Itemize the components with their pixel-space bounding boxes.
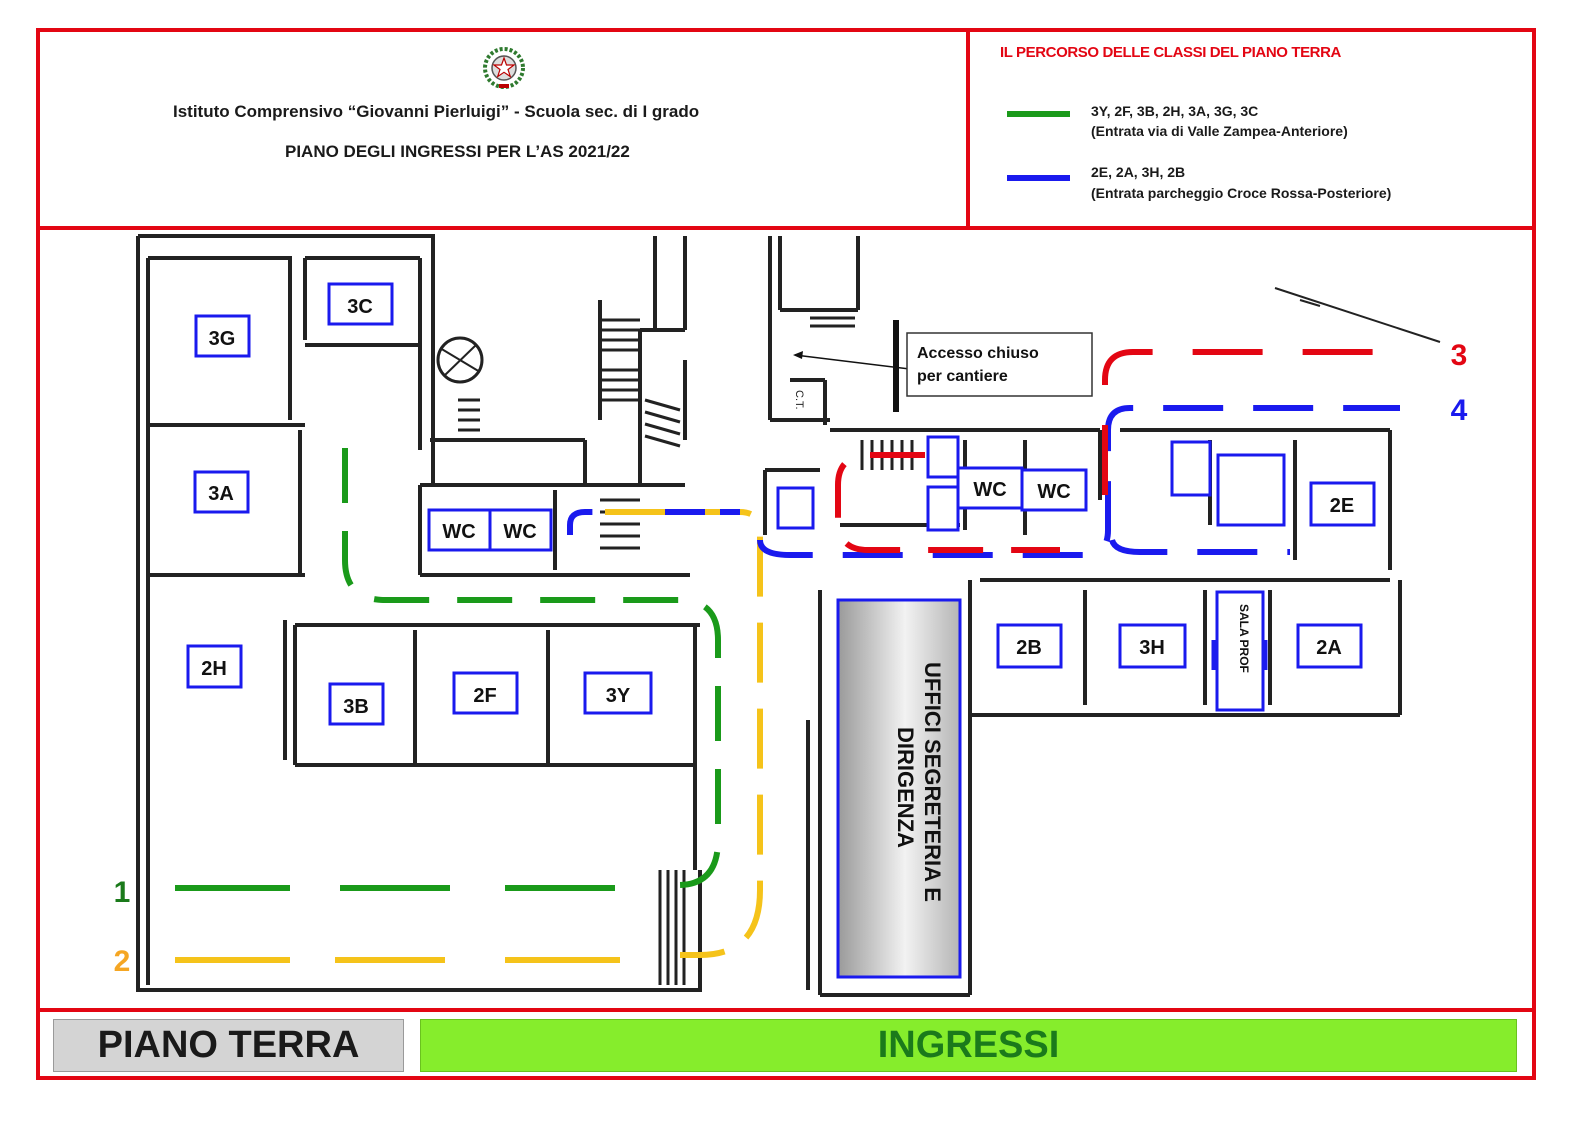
entrances-label: INGRESSI [420,1019,1517,1072]
room-2a: 2A [1316,637,1342,659]
route-number-2: 2 [114,945,131,978]
closed-access-box [906,332,1093,397]
route-number-3: 3 [1451,339,1468,372]
floor-label: PIANO TERRA [53,1019,404,1072]
route-4-blue [567,405,1400,558]
room-3h: 3H [1139,637,1165,659]
wc-4: WC [1037,481,1070,503]
route-number-1: 1 [114,876,131,909]
legend-title: IL PERCORSO DELLE CLASSI DEL PIANO TERRA [1000,44,1341,61]
legend-blue-classes: 2E, 2A, 3H, 2B [1091,164,1186,180]
spiral-stair [436,336,484,384]
ct-label: C.T. [793,390,805,410]
building-walls [136,234,1441,997]
school-name: Istituto Comprensivo “Giovanni Pierluigi… [173,102,700,121]
offices-block [836,598,962,979]
room-3a: 3A [208,483,234,505]
room-3b: 3B [343,696,369,718]
legend-blue-line [1007,175,1070,181]
wc-1: WC [442,521,475,543]
route-1-green [175,448,721,891]
header-divider [966,28,970,230]
room-labels: 3G 3C 3A 2H 3B 2F 3Y 2B 3H 2A 2E WC WC W… [201,296,1354,718]
offices-label-2: DIRIGENZA [893,727,918,848]
room-2f: 2F [473,685,496,707]
footer-frame [36,1008,1536,1080]
room-boxes [186,282,1376,726]
closed-access-arrow [794,354,919,371]
room-2b: 2B [1016,637,1042,659]
legend-blue-entrance: (Entrata parcheggio Croce Rossa-Posterio… [1091,185,1392,201]
room-3g: 3G [209,328,236,350]
wc-2: WC [503,521,536,543]
room-3c: 3C [347,296,373,318]
closed-access-line-1: Accesso chiuso [917,345,1039,362]
route-3-red [835,349,1410,553]
staircases [458,316,914,985]
plan-title: PIANO DEGLI INGRESSI PER L’AS 2021/22 [285,142,630,161]
legend-green-entrance: (Entrata via di Valle Zampea-Anteriore) [1091,123,1348,139]
legend-green-classes: 3Y, 2F, 3B, 2H, 3A, 3G, 3C [1091,103,1259,119]
room-2h: 2H [201,658,227,680]
emblem-icon [483,47,525,89]
wc-3: WC [973,479,1006,501]
offices-label-1: UFFICI SEGRETERIA E [920,662,945,902]
room-2e: 2E [1330,495,1354,517]
legend-green-line [1007,111,1070,117]
route-2-yellow [175,509,763,963]
sala-prof-label: SALA PROF [1237,604,1251,673]
closed-access-line-2: per cantiere [917,368,1008,385]
room-3y: 3Y [606,685,631,707]
route-number-4: 4 [1451,394,1468,427]
